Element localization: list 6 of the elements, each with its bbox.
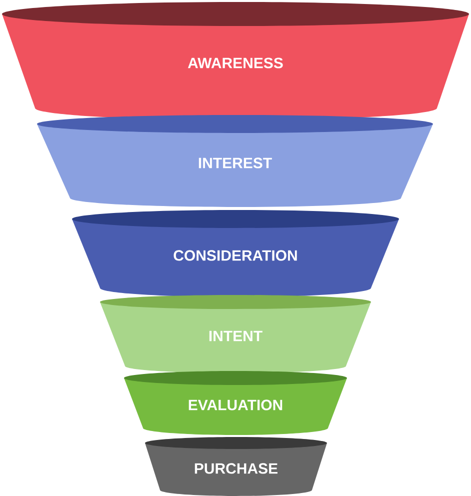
funnel-segment: PURCHASE [145, 437, 327, 496]
funnel-segment: INTENT [100, 295, 371, 373]
funnel-segment: AWARENESS [2, 2, 469, 120]
funnel-segment: CONSIDERATION [72, 210, 399, 297]
funnel-segment: EVALUATION [124, 371, 347, 435]
funnel-segment: INTEREST [37, 115, 433, 207]
